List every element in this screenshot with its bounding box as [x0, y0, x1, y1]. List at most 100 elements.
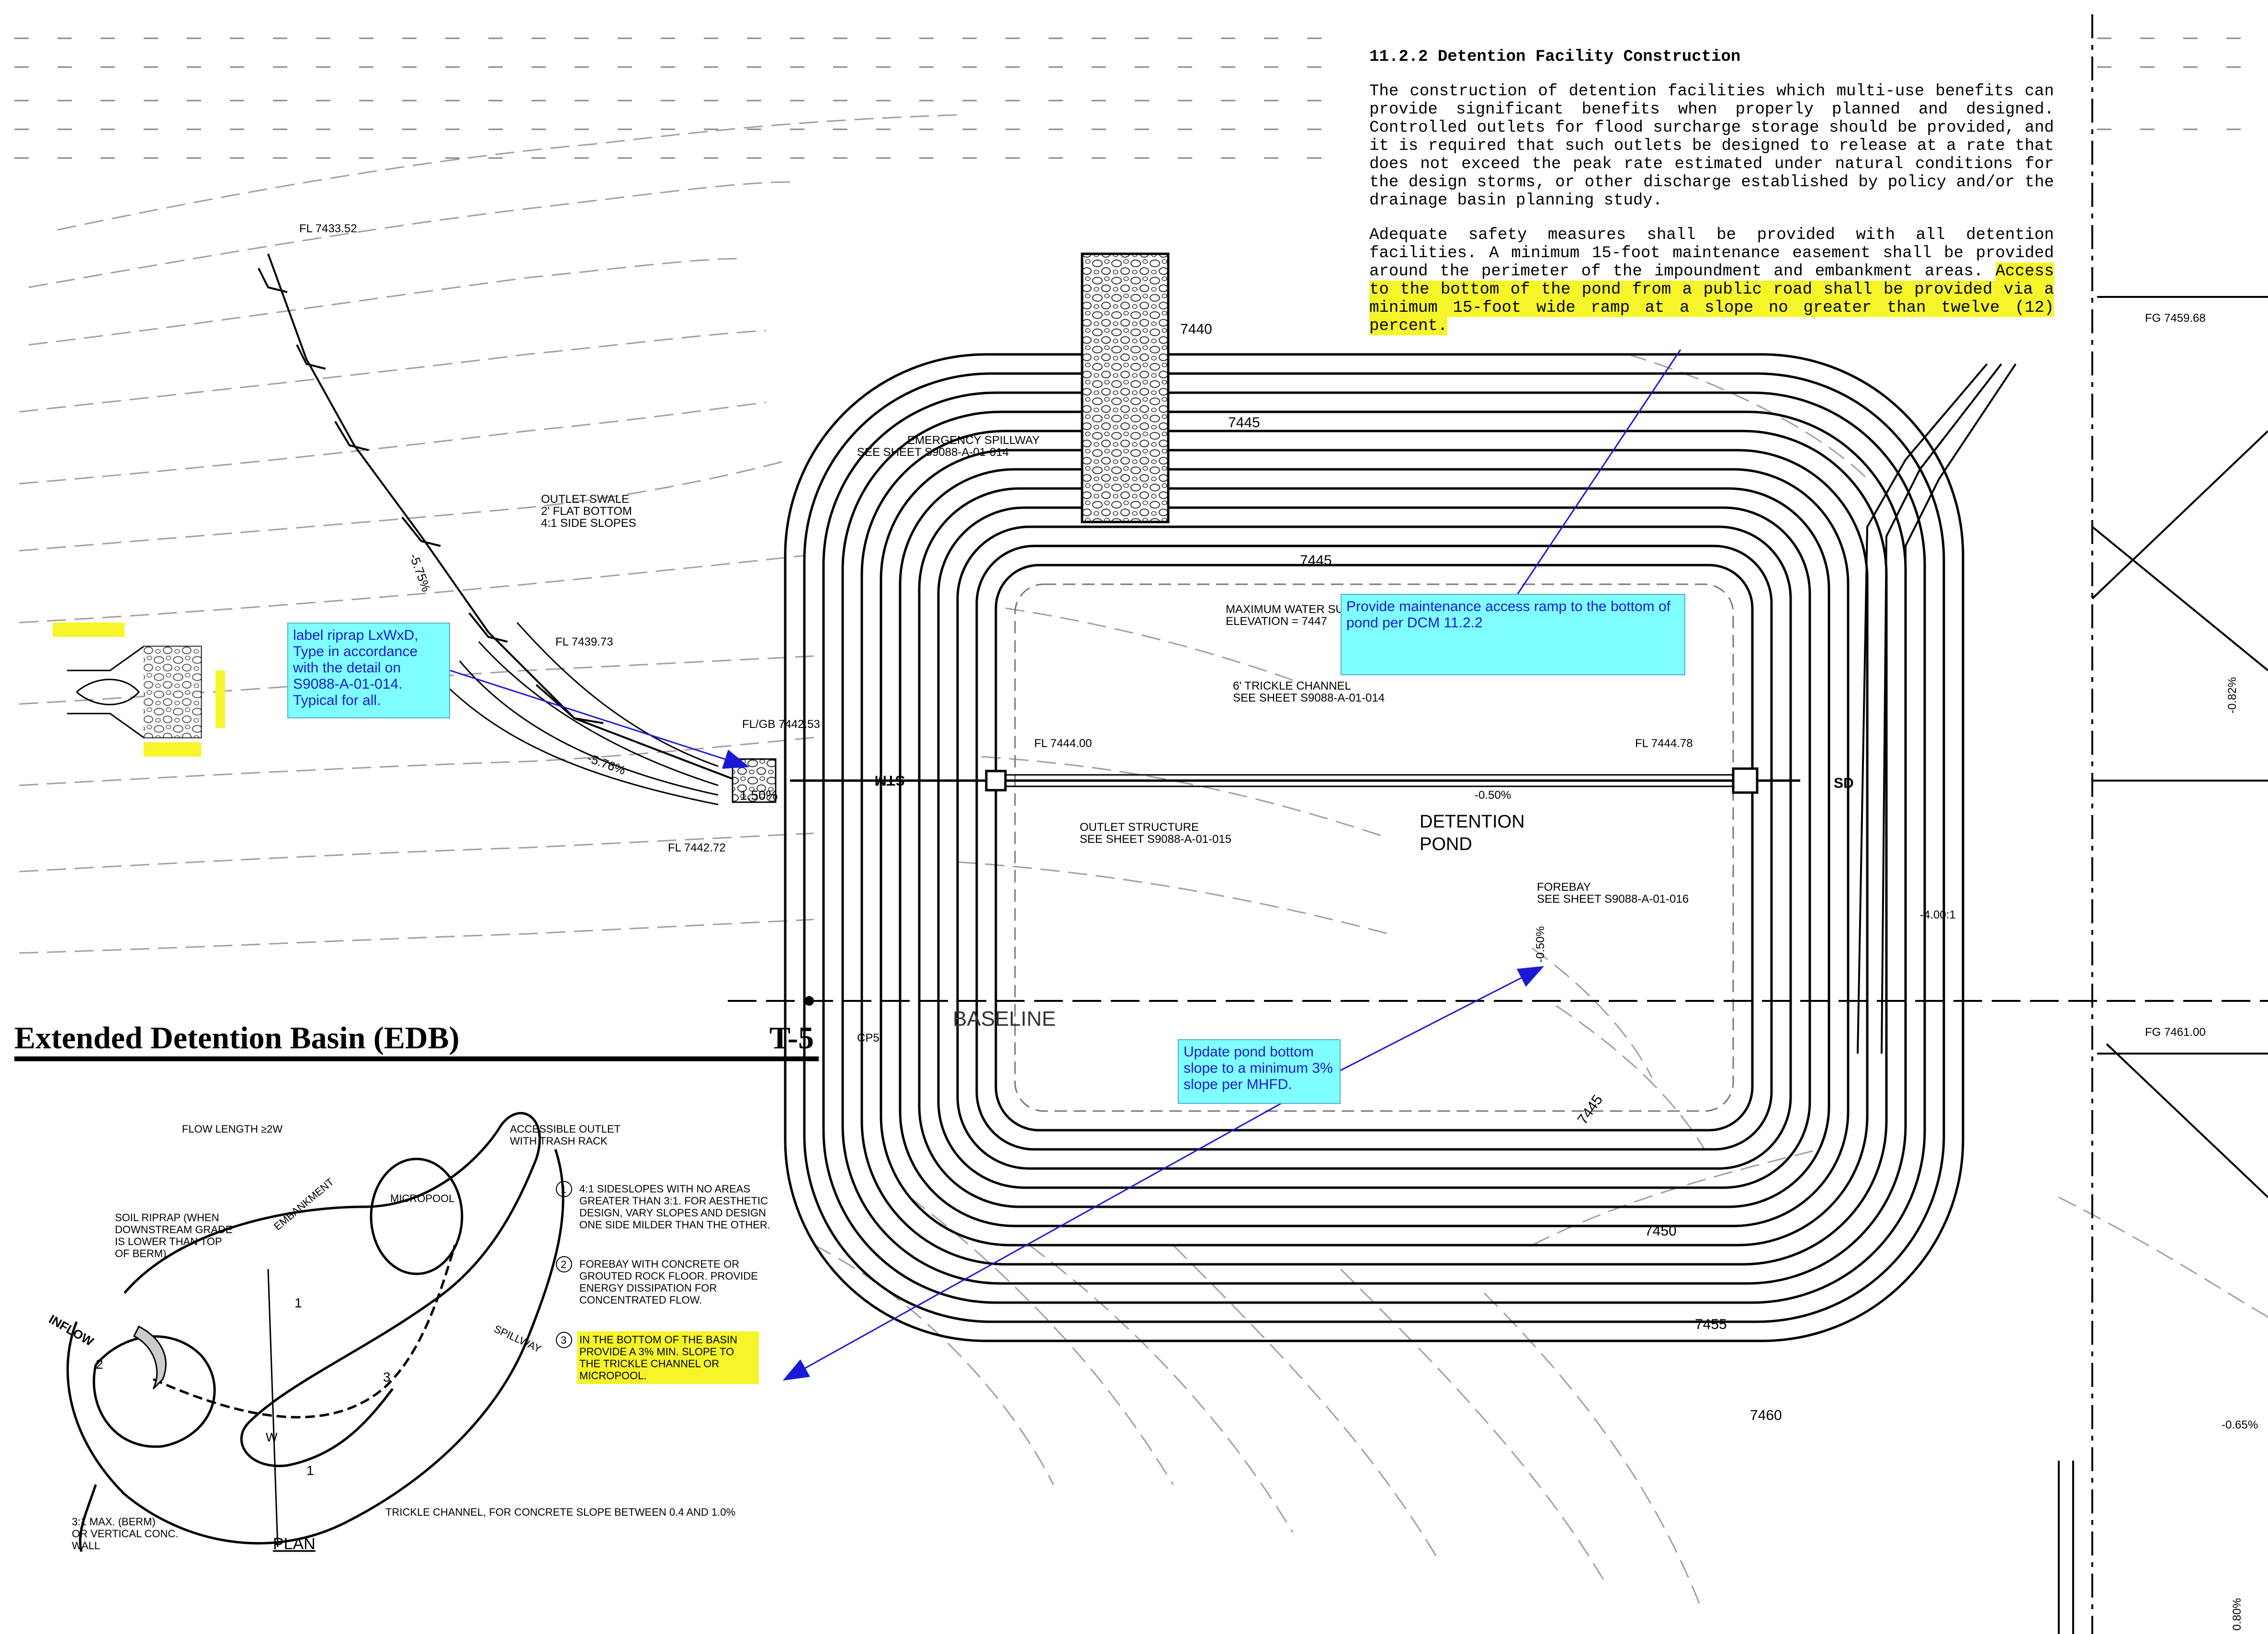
edb-berm-1: 3:1 MAX. (BERM) [72, 1516, 156, 1528]
label-outlet-swale-3: 4:1 SIDE SLOPES [541, 517, 636, 530]
contour-7445b: 7445 [1300, 553, 1332, 568]
label-pond: POND [1420, 834, 1472, 854]
edb-note3-4: MICROPOOL. [579, 1370, 647, 1382]
label-see-sheet-015: SEE SHEET S9088-A-01-015 [1080, 833, 1231, 846]
label-see-sheet-014b: SEE SHEET S9088-A-01-014 [1233, 692, 1385, 704]
edb-marker-2: 2 [96, 1357, 103, 1372]
callout-access-ramp[interactable]: Provide maintenance access ramp to the b… [1341, 594, 1685, 675]
edb-detail [66, 1112, 564, 1552]
dcm-excerpt: 11.2.2 Detention Facility Construction T… [1369, 48, 2054, 352]
contour-7440: 7440 [1180, 321, 1212, 337]
label-fl-7433: FL 7433.52 [299, 222, 357, 235]
edb-accessible-outlet: ACCESSIBLE OUTLET [510, 1123, 621, 1135]
dcm-paragraph-2-plain: Adequate safety measures shall be provid… [1369, 226, 2054, 281]
label-max-water-2: ELEVATION = 7447 [1226, 615, 1327, 628]
edb-flow-length: FLOW LENGTH ≥2W [182, 1123, 282, 1135]
edb-spillway: SPILLWAY [492, 1323, 543, 1355]
edb-note1-3: DESIGN, VARY SLOPES AND DESIGN [579, 1207, 766, 1219]
pond-bottom [1014, 583, 1734, 1112]
edb-berm-3: WALL [72, 1540, 100, 1552]
label-fl-7444-78: FL 7444.78 [1635, 737, 1693, 750]
label-see-sheet-016: SEE SHEET S9088-A-01-016 [1537, 893, 1689, 906]
label-fl-7439: FL 7439.73 [555, 635, 613, 648]
edb-marker-1b: 1 [306, 1463, 314, 1478]
callout-pond-slope[interactable]: Update pond bottom slope to a minimum 3%… [1178, 1039, 1341, 1104]
edb-note3-number: 3 [561, 1334, 566, 1346]
forebay-structure [1732, 767, 1759, 794]
edb-marker-3: 3 [383, 1370, 391, 1384]
label-detention: DETENTION [1420, 812, 1525, 832]
label-outlet-swale-2: 2' FLAT BOTTOM [541, 505, 632, 518]
edb-title-bar: Extended Detention Basin (EDB) T-5 [14, 1020, 819, 1061]
edb-soil-riprap-3: IS LOWER THAN TOP [115, 1236, 222, 1248]
contour-7455: 7455 [1695, 1316, 1727, 1332]
label-emergency-spillway: EMERGENCY SPILLWAY [907, 434, 1040, 447]
dcm-paragraph-1: The construction of detention facilities… [1369, 82, 2054, 210]
dcm-heading: 11.2.2 Detention Facility Construction [1369, 48, 1741, 66]
label-slope-080: 0.80% [2231, 1598, 2244, 1631]
label-fl-7444: FL 7444.00 [1034, 737, 1092, 750]
edb-note2-number: 2 [561, 1259, 566, 1271]
label-slope-400: -4.00:1 [1920, 908, 1956, 921]
edb-code: T-5 [769, 1021, 814, 1055]
edb-berm-2: OR VERTICAL CONC. [72, 1528, 178, 1540]
edb-note3-2: PROVIDE A 3% MIN. SLOPE TO [579, 1346, 734, 1358]
edb-marker-1a: 1 [294, 1295, 302, 1310]
outlet-swale-contours [440, 622, 719, 806]
label-slope-150: 1.50% [740, 788, 778, 803]
label-slope-575: -5.75% [406, 552, 433, 594]
label-outlet-swale: OUTLET SWALE [541, 493, 629, 506]
label-cp5: CP5 [857, 1032, 880, 1044]
callout-leaders [450, 349, 1681, 1381]
edb-plan-label: PLAN [273, 1535, 316, 1553]
label-forebay: FOREBAY [1537, 881, 1591, 894]
label-max-water: MAXIMUM WATER SU [1226, 603, 1344, 616]
edb-note1-number: 1 [561, 1183, 566, 1195]
outlet-swale [258, 253, 738, 782]
edb-soil-riprap-1: SOIL RIPRAP (WHEN [115, 1212, 219, 1224]
label-slope-065: -0.65% [2222, 1418, 2258, 1431]
label-fg-7461: FG 7461.00 [2145, 1026, 2206, 1039]
pond-contours [784, 353, 1964, 1342]
edb-note1-1: 4:1 SIDESLOPES WITH NO AREAS [579, 1183, 750, 1195]
edb-note1-4: ONE SIDE MILDER THAN THE OTHER. [579, 1219, 770, 1231]
label-baseline: BASELINE [953, 1007, 1056, 1031]
edb-trickle-note: TRICKLE CHANNEL, FOR CONCRETE SLOPE BETW… [385, 1506, 735, 1518]
edb-title: Extended Detention Basin (EDB) [14, 1021, 460, 1055]
edb-w-label: W [266, 1430, 278, 1444]
spillway-riprap [1081, 252, 1170, 523]
edb-soil-riprap-2: DOWNSTREAM GRADE [115, 1224, 233, 1236]
edb-soil-riprap-4: OF BERM) [115, 1248, 167, 1260]
contour-7445c: 7445 [1575, 1092, 1606, 1127]
label-slope-050b: -0.50% [1534, 926, 1547, 963]
label-slope-050: -0.50% [1475, 789, 1511, 802]
label-see-sheet-014: SEE SHEET S9088-A-01-014 [857, 446, 1009, 459]
label-stm: STM [875, 772, 905, 788]
label-fl-gb: FL/GB 7442.53 [742, 718, 820, 731]
edb-micropool: MICROPOOL [390, 1192, 454, 1204]
trickle-channel [790, 774, 1800, 787]
edb-embankment: EMBANKMENT [271, 1176, 336, 1233]
road-structures [1857, 363, 2268, 1634]
contour-7450: 7450 [1645, 1223, 1677, 1239]
outlet-structure [985, 770, 1007, 792]
edb-note2-4: CONCENTRATED FLOW. [579, 1294, 702, 1306]
label-slope-576: -5.76% [586, 750, 628, 777]
label-fg-7459: FG 7459.68 [2145, 312, 2206, 325]
callout-riprap[interactable]: label riprap LxWxD, Type in accordance w… [287, 623, 450, 718]
label-sd: SD [1834, 775, 1854, 791]
dcm-paragraph-2: Adequate safety measures shall be provid… [1369, 226, 2054, 335]
overhead-lines [14, 37, 2268, 159]
contour-7445: 7445 [1228, 415, 1260, 431]
label-fl-7442: FL 7442.72 [668, 841, 726, 854]
edb-note2-3: ENERGY DISSIPATION FOR [579, 1282, 717, 1294]
label-outlet-structure: OUTLET STRUCTURE [1080, 821, 1199, 834]
edb-note2-1: FOREBAY WITH CONCRETE OR [579, 1258, 739, 1270]
edb-accessible-outlet-2: WITH TRASH RACK [510, 1135, 608, 1147]
edb-note3-3: THE TRICKLE CHANNEL OR [579, 1358, 719, 1370]
edb-note3-1: IN THE BOTTOM OF THE BASIN [579, 1334, 737, 1346]
contour-7460: 7460 [1750, 1407, 1782, 1423]
label-trickle: 6' TRICKLE CHANNEL [1233, 680, 1351, 692]
edb-note1-2: GREATER THAN 3:1. FOR AESTHETIC [579, 1195, 768, 1207]
